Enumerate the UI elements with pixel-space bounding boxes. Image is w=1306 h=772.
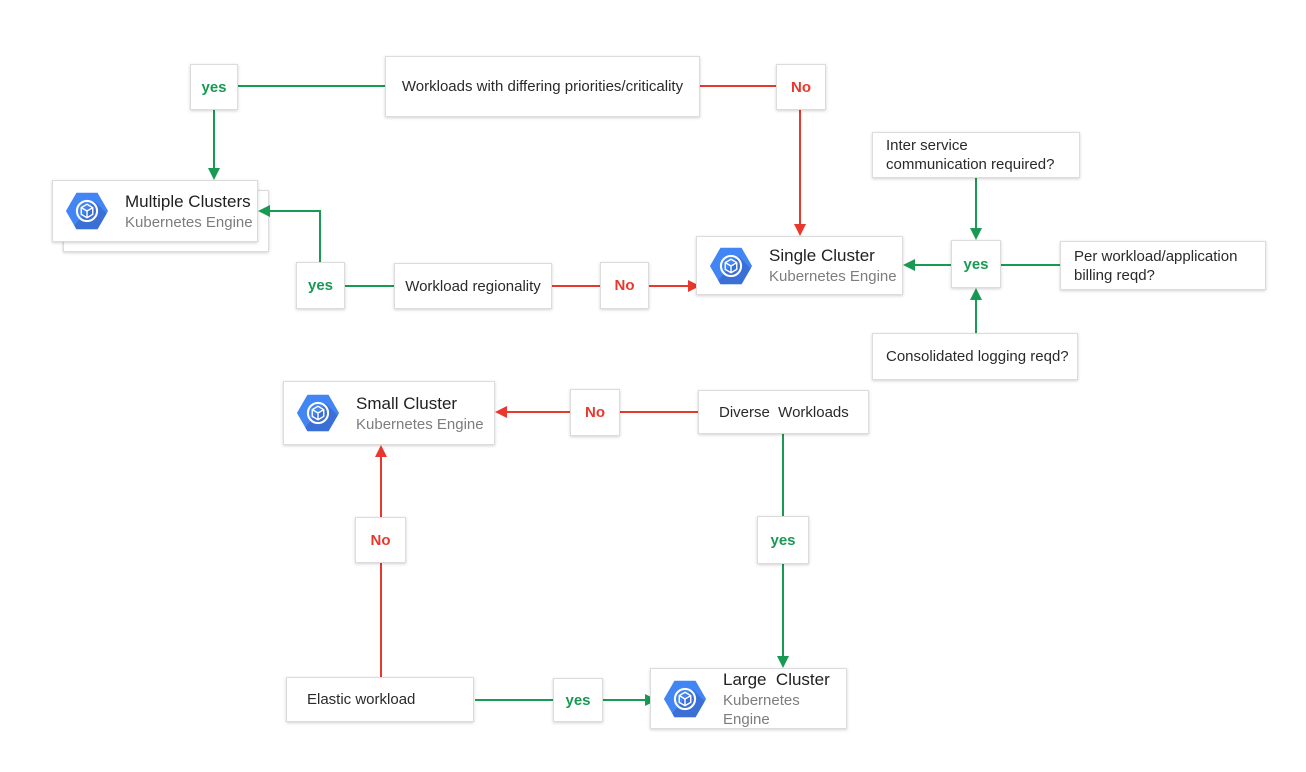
arrow-into-small-bottom (375, 445, 387, 457)
answer-label: yes (307, 277, 334, 294)
question-diverse-workloads-label: Diverse Workloads (719, 403, 849, 421)
cluster-subtitle: Kubernetes Engine (356, 415, 484, 433)
edge-logging-up-line (975, 299, 977, 333)
cluster-title: Single Cluster (769, 246, 875, 265)
edge-yes4-to-large-line (782, 564, 784, 657)
answer-yes-regionality: yes (296, 262, 345, 309)
edge-elastic-to-no4-line (380, 562, 382, 677)
answer-no-priorities: No (776, 64, 826, 110)
arrow-into-yes3-bottom (970, 288, 982, 300)
edge-yes2-to-regionality-line (345, 285, 394, 287)
question-billing-label: Per workload/application billing reqd? (1074, 247, 1238, 284)
question-logging: Consolidated logging reqd? (872, 333, 1078, 380)
answer-yes-priorities: yes (190, 64, 238, 110)
answer-label: No (614, 277, 635, 294)
question-priorities-label: Workloads with differing priorities/crit… (401, 78, 684, 95)
edge-priorities-yes-line (238, 85, 385, 87)
answer-no-diverse: No (570, 389, 620, 436)
question-diverse-workloads: Diverse Workloads (698, 390, 869, 434)
question-inter-service: Inter service communication required? (872, 132, 1080, 178)
question-elastic-workload: Elastic workload (286, 677, 474, 722)
edge-no3-to-small-line (506, 411, 570, 413)
answer-label: No (791, 78, 811, 96)
result-multiple-clusters: Multiple Clusters Kubernetes Engine (52, 180, 258, 242)
kubernetes-engine-icon (663, 680, 707, 717)
kubernetes-engine-icon (296, 394, 340, 432)
answer-label: yes (963, 255, 989, 273)
arrow-into-large-top (777, 656, 789, 668)
result-small-cluster: Small Cluster Kubernetes Engine (283, 381, 495, 445)
edge-priorities-no-line (700, 85, 776, 87)
answer-label: No (585, 404, 605, 421)
cluster-title: Multiple Clusters (125, 191, 251, 211)
edge-interservice-down-line (975, 178, 977, 229)
edge-yes3-to-single-line (914, 264, 951, 266)
edge-yes-to-multiple-line (213, 110, 215, 169)
answer-yes-single-cluster: yes (951, 240, 1001, 288)
edge-no2-to-single-line (649, 285, 689, 287)
question-inter-service-label: Inter service communication required? (886, 137, 1055, 173)
question-logging-label: Consolidated logging reqd? (886, 348, 1069, 365)
edge-regionality-yes-vline (319, 210, 321, 262)
answer-no-regionality: No (600, 262, 649, 309)
edge-billing-to-yes3-line (1001, 264, 1060, 266)
edge-yes5-to-large-line (603, 699, 646, 701)
edge-no1-to-single-line (799, 110, 801, 225)
edge-diverse-no-line (620, 411, 698, 413)
cluster-subtitle: Kubernetes Engine (125, 213, 253, 231)
edge-elastic-to-yes5-line (475, 699, 553, 701)
edge-no4-to-small-line (380, 456, 382, 517)
cluster-title: Small Cluster (356, 393, 458, 413)
answer-yes-diverse: yes (757, 516, 809, 564)
result-large-cluster: Large Cluster Kubernetes Engine (650, 668, 847, 729)
kubernetes-engine-icon (709, 247, 753, 284)
question-regionality-label: Workload regionality (405, 277, 541, 295)
answer-label: yes (565, 691, 591, 709)
question-regionality: Workload regionality (394, 263, 552, 309)
edge-diverse-to-yes4-line (782, 433, 784, 516)
edge-regionality-no-line (552, 285, 600, 287)
edge-regionality-yes-hline (269, 210, 321, 212)
cluster-subtitle: Kubernetes Engine (769, 268, 897, 285)
answer-label: yes (201, 78, 227, 96)
kubernetes-engine-icon (65, 192, 109, 230)
answer-label: No (370, 531, 391, 549)
question-billing: Per workload/application billing reqd? (1060, 241, 1266, 290)
question-elastic-workload-label: Elastic workload (307, 691, 416, 708)
arrow-into-multiple-right (258, 205, 270, 217)
cluster-subtitle: Kubernetes Engine (723, 691, 800, 728)
arrow-into-single-right (903, 259, 915, 271)
cluster-title: Large Cluster (723, 669, 830, 689)
arrow-into-multiple-top (208, 168, 220, 180)
result-single-cluster: Single Cluster Kubernetes Engine (696, 236, 903, 295)
answer-label: yes (770, 531, 796, 549)
answer-no-elastic: No (355, 517, 406, 563)
answer-yes-elastic: yes (553, 678, 603, 722)
arrow-into-single-top (794, 224, 806, 236)
arrow-into-yes3-top (970, 228, 982, 240)
arrow-into-small-right (495, 406, 507, 418)
question-priorities: Workloads with differing priorities/crit… (385, 56, 700, 117)
